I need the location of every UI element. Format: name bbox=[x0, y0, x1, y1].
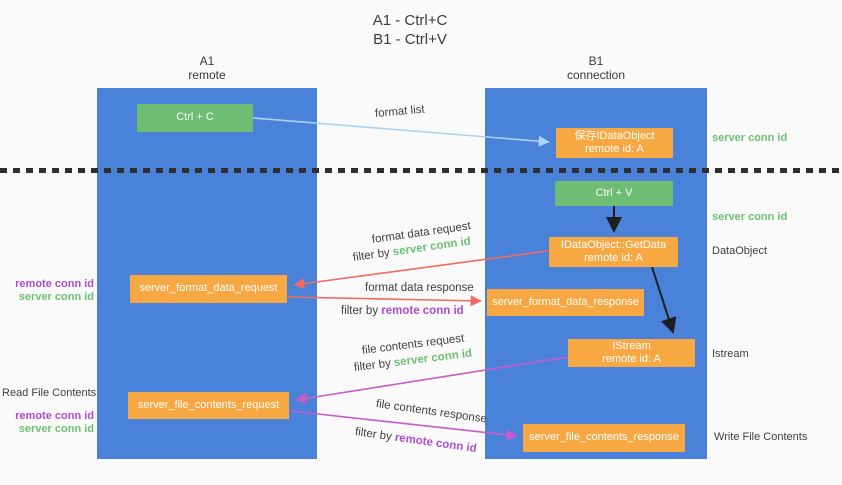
annotation-server-conn-id-left-bottom: server conn id bbox=[18, 423, 94, 435]
node-istream-remote-id: remote id: A bbox=[602, 353, 661, 365]
node-server-format-data-response: server_format_data_response bbox=[487, 289, 644, 316]
node-ctrl-c-label: Ctrl + C bbox=[176, 111, 214, 124]
lane-b1-role: connection bbox=[566, 68, 626, 82]
node-getdata-title: IDataObject::GetData bbox=[560, 238, 667, 251]
arrow-format-data-request bbox=[293, 250, 549, 290]
arrow-file-contents-response bbox=[290, 410, 518, 441]
node-save-idataobject-remote-id: remote id: A bbox=[585, 143, 644, 155]
node-server-format-data-request: server_format_data_request bbox=[130, 275, 287, 303]
arrow-format-data-response bbox=[287, 295, 482, 307]
lane-a1-name: A1 bbox=[199, 54, 215, 68]
annotation-remote-conn-id-bottom: remote conn id bbox=[15, 410, 94, 422]
node-format-request-label: server_format_data_request bbox=[139, 282, 278, 295]
node-ctrl-v-label: Ctrl + V bbox=[595, 186, 633, 199]
annotation-server-conn-id-top: server conn id bbox=[712, 132, 788, 144]
title-line-ctrl-c: A1 - Ctrl+C bbox=[372, 12, 448, 29]
title-line-ctrl-v: B1 - Ctrl+V bbox=[373, 31, 447, 48]
node-istream-title: IStream bbox=[612, 339, 651, 352]
node-idataobject-getdata: IDataObject::GetData remote id: A bbox=[549, 237, 678, 267]
lane-header-a1-remote: A1 remote bbox=[97, 54, 317, 82]
label-format-data-response: format data response bbox=[365, 282, 474, 294]
node-server-file-contents-response: server_file_contents_response bbox=[523, 424, 685, 452]
annotation-remote-conn-id-top: remote conn id bbox=[15, 278, 94, 290]
arrow-getdata-to-istream bbox=[651, 266, 677, 334]
lane-header-b1-connection: B1 connection bbox=[485, 54, 707, 82]
annotation-dataobject: DataObject bbox=[712, 245, 768, 257]
annotation-istream: Istream bbox=[712, 348, 749, 360]
node-istream: IStream remote id: A bbox=[568, 339, 695, 367]
node-format-response-label: server_format_data_response bbox=[492, 295, 639, 308]
node-save-idataobject: 保存IDataObject remote id: A bbox=[556, 128, 673, 158]
node-ctrl-c: Ctrl + C bbox=[137, 104, 253, 132]
annotation-server-conn-id-left-top: server conn id bbox=[18, 291, 94, 303]
diagram-title: A1 - Ctrl+C B1 - Ctrl+V bbox=[0, 11, 820, 49]
filter-by-text: filter by bbox=[341, 305, 382, 317]
lane-a1-role: remote bbox=[188, 68, 226, 82]
node-server-file-contents-request: server_file_contents_request bbox=[128, 392, 289, 419]
node-getdata-remote-id: remote id: A bbox=[584, 252, 643, 264]
node-save-idataobject-title: 保存IDataObject bbox=[574, 129, 655, 142]
annotation-read-file-contents: Read File Contents bbox=[2, 387, 97, 399]
filter-key-remote-conn-id: remote conn id bbox=[381, 305, 464, 317]
node-ctrl-v: Ctrl + V bbox=[555, 181, 673, 206]
annotation-write-file-contents: Write File Contents bbox=[714, 431, 808, 443]
arrow-format-list bbox=[252, 117, 550, 147]
node-file-response-label: server_file_contents_response bbox=[529, 431, 679, 444]
phase-divider-dotted-line bbox=[0, 168, 842, 173]
arrow-file-contents-request bbox=[295, 356, 569, 404]
annotation-server-conn-id-mid: server conn id bbox=[712, 211, 788, 223]
label-format-data-response-filter: filter by remote conn id bbox=[341, 305, 464, 317]
lane-b1-name: B1 bbox=[588, 54, 604, 68]
node-file-request-label: server_file_contents_request bbox=[137, 398, 280, 411]
